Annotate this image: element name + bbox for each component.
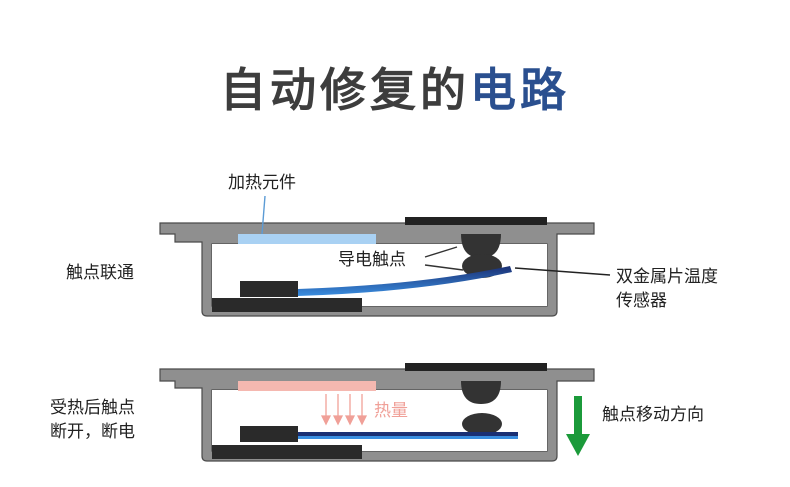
contact-leader-1 bbox=[424, 246, 458, 258]
bottom-left-terminal-block bbox=[240, 426, 298, 442]
heater-element-cold bbox=[238, 234, 376, 244]
heat-arrows bbox=[320, 394, 368, 426]
bimetal-label-line2: 传感器 bbox=[616, 291, 667, 311]
title-main: 自动修复的 bbox=[220, 63, 470, 117]
bottom-panel bbox=[159, 363, 595, 462]
top-state-label: 触点联通 bbox=[66, 263, 134, 283]
bimetal-strip-bent bbox=[298, 266, 512, 296]
top-panel bbox=[159, 195, 611, 317]
contact-leader-2 bbox=[424, 264, 464, 271]
upper-contact bbox=[461, 234, 501, 258]
bottom-base-block bbox=[212, 445, 362, 459]
movement-arrow-shaft bbox=[574, 396, 582, 436]
bottom-terminal-block bbox=[212, 298, 362, 312]
movement-arrow-head bbox=[566, 434, 590, 456]
bimetal-strip-flat-top bbox=[298, 432, 518, 436]
heater-leader bbox=[261, 195, 266, 235]
lower-contact-open bbox=[462, 413, 502, 435]
diagram-title: 自动修复的电路 bbox=[0, 62, 790, 118]
heater-label: 加热元件 bbox=[228, 173, 296, 193]
bimetal-strip-flat-bottom bbox=[298, 436, 518, 439]
title-accent: 电路 bbox=[470, 63, 570, 117]
upper-contact-open bbox=[461, 381, 501, 404]
movement-label: 触点移动方向 bbox=[602, 405, 704, 425]
bottom-state-label-line1: 受热后触点 bbox=[50, 398, 135, 418]
contacts-label: 导电触点 bbox=[338, 250, 406, 270]
left-terminal-block bbox=[240, 281, 298, 297]
top-terminal bbox=[405, 217, 547, 225]
bimetal-leader bbox=[514, 267, 611, 276]
bimetal-label-line1: 双金属片温度 bbox=[616, 267, 718, 287]
bottom-top-terminal bbox=[405, 363, 547, 371]
heat-label: 热量 bbox=[374, 401, 408, 421]
heater-element-hot bbox=[238, 381, 376, 391]
bottom-state-label-line2: 断开，断电 bbox=[50, 422, 135, 442]
